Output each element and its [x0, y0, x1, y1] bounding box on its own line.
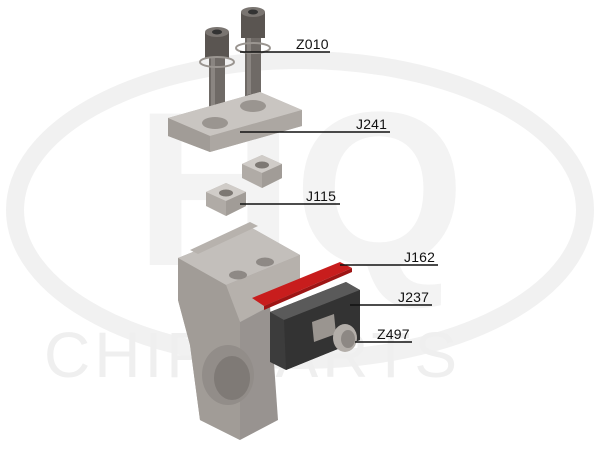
nuts-j115	[206, 155, 282, 216]
screws-z010	[199, 7, 271, 118]
holder-body	[178, 222, 300, 440]
washer-left	[199, 56, 235, 68]
screw-z497	[312, 314, 357, 352]
label-j115: J115	[306, 188, 337, 204]
label-j162: J162	[404, 249, 436, 265]
label-z010: Z010	[296, 36, 329, 52]
label-j237: J237	[398, 289, 430, 305]
label-j241: J241	[356, 116, 388, 132]
washer-right	[235, 42, 271, 54]
red-shim-j162	[252, 262, 352, 310]
clamp-plate-j241	[168, 92, 302, 152]
label-z497: Z497	[377, 326, 410, 342]
leader-lines	[240, 51, 438, 343]
